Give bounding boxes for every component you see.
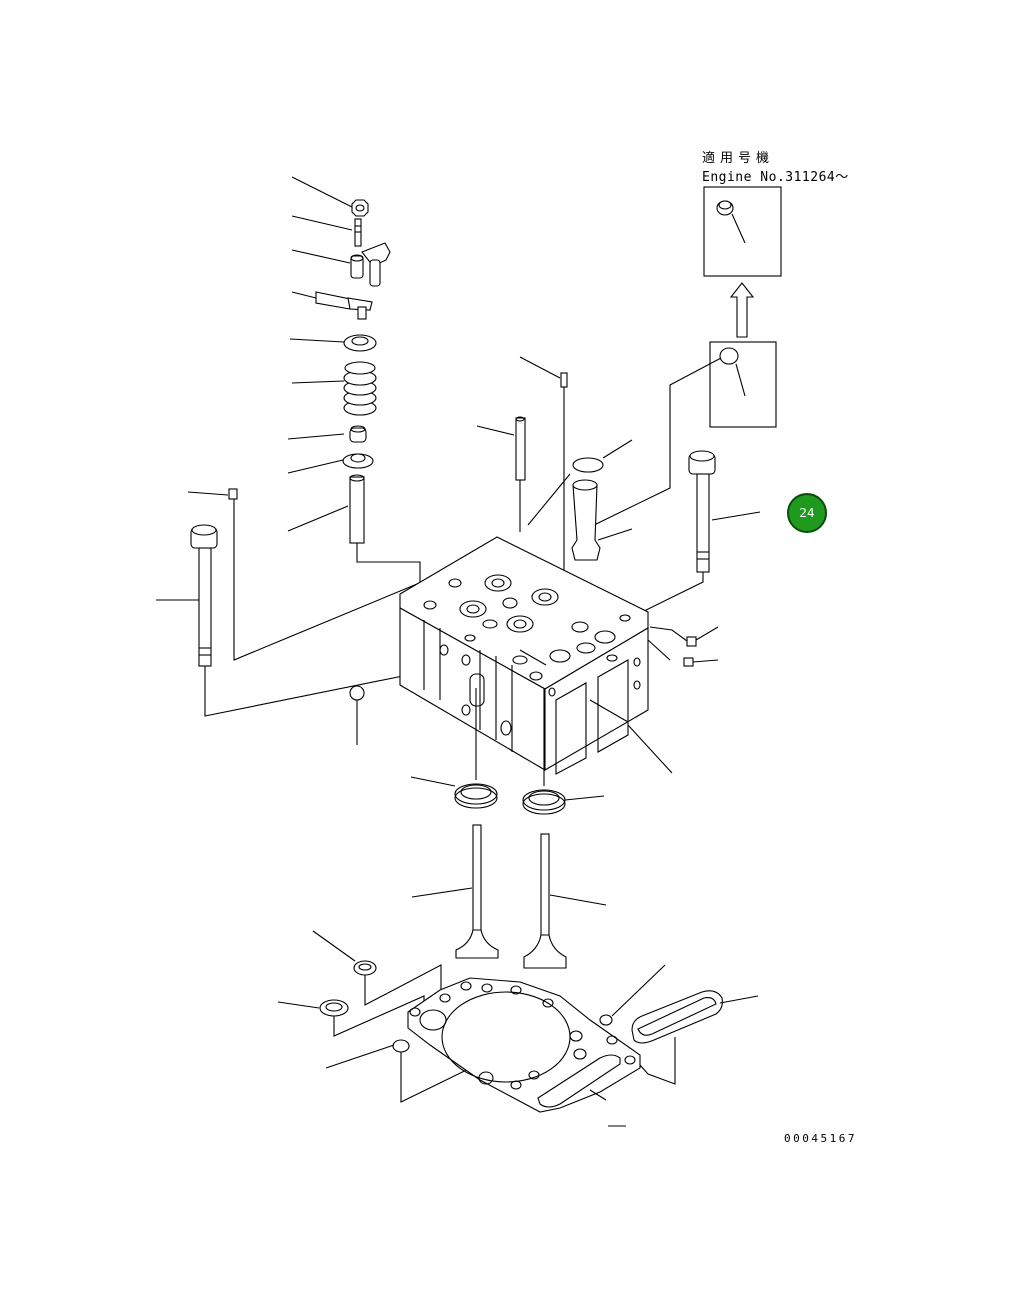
intake-valve-part [411,824,499,959]
upgrade-arrow-icon [729,282,755,338]
valve-spring-part [291,361,377,416]
bolt-leader [711,511,761,521]
new-plug-inset [703,186,782,277]
injector-sleeve-part [571,479,633,561]
side-plug-parts [649,626,719,667]
rocker-arm-part [291,242,391,287]
valve-guide-part [287,474,421,590]
spring-retainer-part [289,334,377,352]
valve-seat-intake-part [410,688,498,809]
adjust-screw-part [291,215,362,247]
callout-badge[interactable]: 24 [787,493,827,533]
o-ring-part [527,439,633,526]
seal-ring-c-part [325,1039,488,1103]
old-plug-inset [589,341,777,528]
valve-stem-seal-part [287,425,367,443]
injector-sleeve-pin-part [476,416,526,532]
cup-plug-part [349,685,365,745]
exhaust-valve-part [523,833,607,969]
spring-seat-part [287,453,374,474]
cover-gasket-part [631,990,759,1085]
valve-bridge-part [291,291,373,320]
dowel-pin-part [519,356,568,585]
applicable-serial-label-jp: 適用号機 [702,151,775,166]
applicable-engine-number: Engine No.311264～ [702,170,849,185]
valve-seat-exhaust-part [522,688,605,815]
head-bolt-long-part [156,524,404,717]
cylinder-head-part [399,536,673,775]
document-number: 00045167 [784,1132,857,1145]
adjust-nut-part [291,176,369,217]
head-gasket-part [407,977,641,1127]
small-o-ring-part [599,964,666,1026]
seal-ring-a-part [312,930,442,1006]
seal-ring-b-part [277,995,425,1037]
small-plug-part [187,488,471,661]
head-bolt-right-part [631,450,716,631]
